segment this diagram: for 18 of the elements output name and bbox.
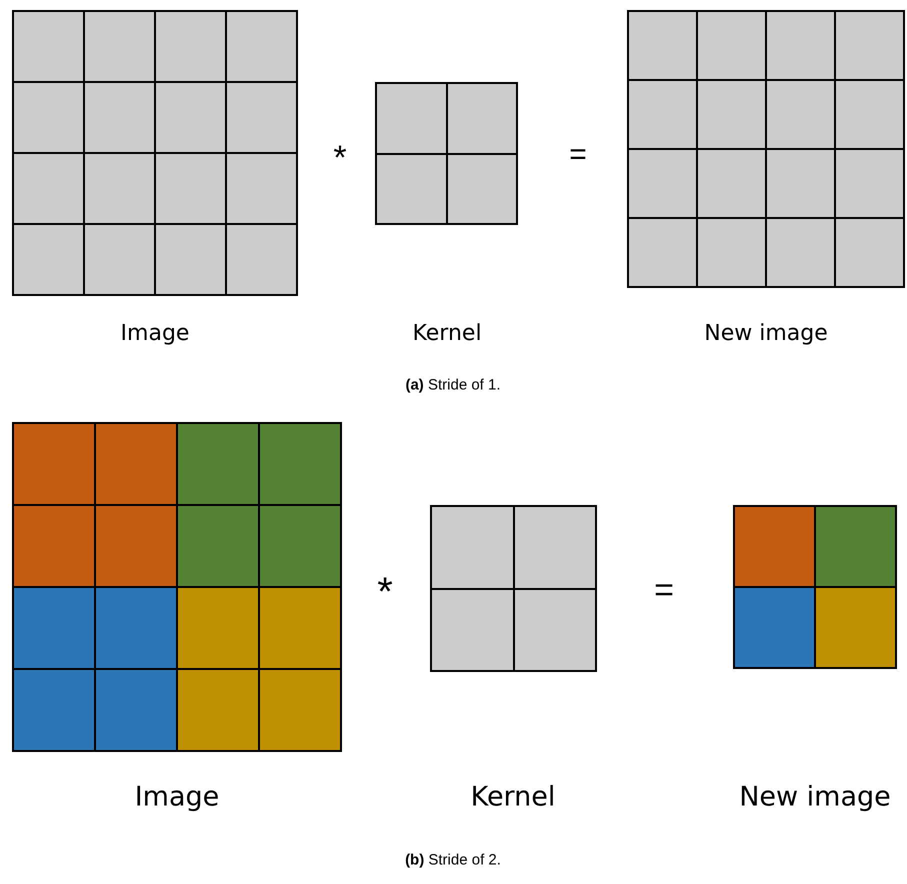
grid-caption: Image (134, 784, 220, 810)
pixel-grid (733, 505, 897, 669)
pixel-grid (430, 505, 597, 672)
operator-symbol: = (654, 573, 674, 607)
operator-symbol: * (377, 572, 393, 612)
operator-symbol: = (569, 140, 587, 170)
operator-symbol: * (333, 141, 347, 175)
figure-caption: (b) Stride of 2. (405, 852, 501, 868)
grid-caption: Kernel (470, 784, 556, 810)
figure-caption: (a) Stride of 1. (405, 378, 501, 392)
pixel-grid (12, 422, 342, 752)
pixel-grid (375, 82, 518, 225)
grid-caption: New image (704, 323, 828, 345)
pixel-grid (627, 10, 905, 288)
grid-caption: New image (739, 784, 891, 810)
grid-caption: Kernel (412, 323, 482, 345)
pixel-grid (12, 10, 298, 296)
grid-caption: Image (120, 323, 190, 345)
